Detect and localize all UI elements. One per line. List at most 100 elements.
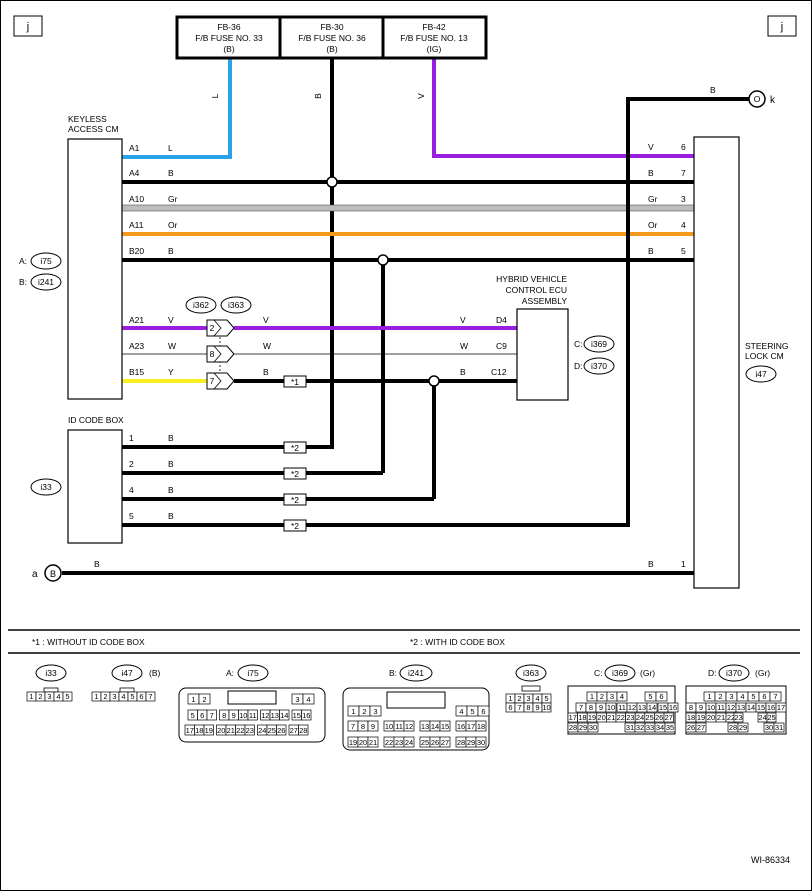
joint-conn1-tag [185,296,217,314]
note-without-id-code-box: *1 : WITHOUT ID CODE BOX [32,637,145,647]
pin-number: 21 [717,713,725,722]
pin-number: 6 [508,703,512,712]
wire-a10 [121,204,695,212]
pin-number: 6 [659,692,663,701]
idcode-conn: i33 [40,482,52,492]
fuse3-name: F/B FUSE NO. 13 [400,33,468,43]
keyless-connB-tag [30,273,62,291]
fuse1-wire: (B) [223,44,235,54]
steering-pin: 3 [681,194,686,204]
joint-conn1: i362 [193,300,209,310]
pin-number: 7 [148,692,152,701]
splice-point [326,176,338,188]
fuse1-id: FB-36 [217,22,240,32]
pin-number: 2 [517,694,521,703]
tag-star2-label: *2 [291,443,299,453]
pin-cell [302,693,315,705]
pin-number: 5 [544,694,548,703]
pin-cell [367,720,379,732]
steering-title-line1: STEERING [745,341,788,351]
pin-number: 9 [599,703,603,712]
joint-out-color: W [263,341,271,351]
pin-number: 21 [369,738,377,747]
pin-number: 3 [47,692,51,701]
pin-number: 31 [775,723,783,732]
pin-number: 3 [373,707,377,716]
corner-mark-left-label: j [26,21,29,33]
off-page-a-wire: B [94,559,100,569]
pin-number: 17 [569,713,577,722]
fuse2-name: F/B FUSE NO. 36 [298,33,366,43]
off-page-a-label: a [32,569,38,580]
pin-number: 6 [481,707,485,716]
pin-number: 27 [290,726,298,735]
pin-cell [664,722,676,733]
pin-cell [403,720,415,732]
pin-number: 2 [202,695,206,704]
pin-number: 5 [65,692,69,701]
steering-title-line2: LOCK CM [745,351,784,361]
steering-pin: 4 [681,220,686,230]
keyless-pin-color: Gr [168,194,178,204]
pin-number: 11 [249,711,257,720]
pin-number: 17 [467,722,475,731]
joint-out-color: B [263,367,269,377]
keyless-title-line2: ACCESS CM [68,124,119,134]
pin-number: 8 [222,711,226,720]
hybrid-title-line2: CONTROL ECU [505,285,567,295]
pin-number: 25 [645,713,653,722]
pin-number: 10 [707,703,715,712]
steering-pin-color: B [648,246,654,256]
pin-number: 5 [470,707,474,716]
pin-number: 18 [477,722,485,731]
pin-number: 17 [777,703,785,712]
connector-i241-label: i241 [408,668,424,678]
pin-number: 16 [302,711,310,720]
pin-cell [541,702,552,713]
connector-i47-label: i47 [121,668,133,678]
pin-cell [587,722,599,733]
hybrid-connC: i369 [591,339,607,349]
pin-number: 4 [740,692,744,701]
pin-cell [737,722,749,733]
hybrid-pin-color: V [460,315,466,325]
keyless-pin-color: Or [168,220,178,230]
pin-number: 27 [697,723,705,732]
keyless-body [67,138,123,400]
idcode-pin: 1 [129,433,134,443]
hybrid-pin-color: B [460,367,466,377]
connector-i33-label: i33 [45,668,57,678]
pin-number: 14 [747,703,755,712]
keyless-connB-prefix: B: [19,277,27,287]
idcode-conn-tag [30,478,62,496]
pin-number: 22 [617,713,625,722]
connector-i75-label: i75 [247,668,259,678]
hybrid-title-line3: ASSEMBLY [522,296,568,306]
pin-number: 2 [38,692,42,701]
pin-number: 11 [395,722,403,731]
off-page-k-circle [748,90,766,108]
hybrid-pin-color: W [460,341,468,351]
pin-cell [198,693,211,705]
pin-number: 30 [589,723,597,732]
corner-mark-left: j [13,15,43,37]
pin-number: 7 [517,703,521,712]
pin-number: 6 [139,692,143,701]
pin-number: 16 [669,703,677,712]
steering-pin-color: B [648,559,654,569]
note-with-id-code-box: *2 : WITH ID CODE BOX [410,637,505,647]
connector-i370-suffix: (Gr) [755,668,770,678]
pin-number: 19 [697,713,705,722]
pin-number: 34 [656,723,664,732]
pin-number: 11 [618,703,626,712]
pin-cell [369,705,382,717]
pin-number: 24 [405,738,413,747]
idcode-pin-color: B [168,459,174,469]
pin-number: 24 [758,713,766,722]
pin-number: 10 [607,703,615,712]
pin-number: 9 [371,722,375,731]
pin-number: 29 [467,738,475,747]
hybrid-connD: i370 [591,361,607,371]
